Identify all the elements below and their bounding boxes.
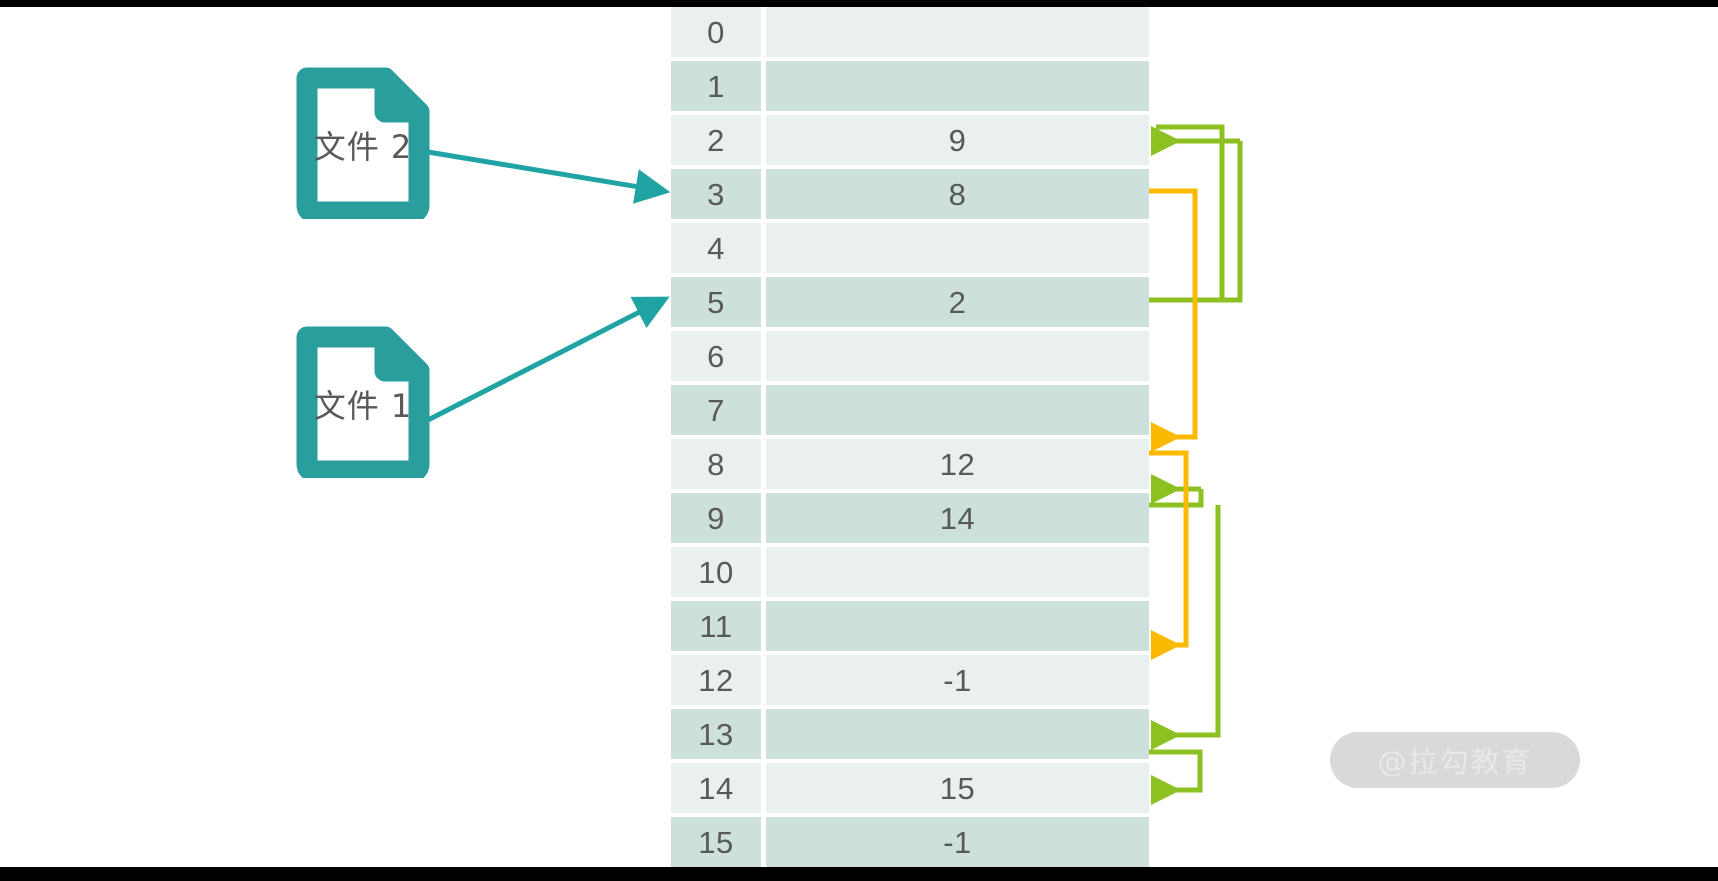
row-value xyxy=(766,547,1149,597)
row-index: 0 xyxy=(671,7,761,57)
table-row[interactable]: 5 2 xyxy=(671,277,1149,327)
row-index: 1 xyxy=(671,61,761,111)
row-value xyxy=(766,7,1149,57)
table-row[interactable]: 7 xyxy=(671,385,1149,435)
row-value: 2 xyxy=(766,277,1149,327)
table-row[interactable]: 9 14 xyxy=(671,493,1149,543)
table-row[interactable]: 12 -1 xyxy=(671,655,1149,705)
file-icon-file1[interactable]: 文件 1 xyxy=(293,323,433,478)
chain-link-green-riser xyxy=(1222,141,1243,303)
table-row[interactable]: 3 8 xyxy=(671,169,1149,219)
row-value xyxy=(766,61,1149,111)
pointer-arrow-file2-to-row3 xyxy=(427,149,671,204)
row-index: 3 xyxy=(671,169,761,219)
pointer-arrow-file1-to-row5 xyxy=(426,296,670,423)
row-value xyxy=(766,223,1149,273)
file-icon-label: 文件 1 xyxy=(313,386,413,425)
row-value: 15 xyxy=(766,763,1149,813)
document-icon xyxy=(296,67,430,219)
letterbox-bar-bottom xyxy=(0,867,1718,881)
row-index: 8 xyxy=(671,439,761,489)
row-index: 12 xyxy=(671,655,761,705)
row-value xyxy=(766,385,1149,435)
row-value xyxy=(766,601,1149,651)
table-row[interactable]: 1 xyxy=(671,61,1149,111)
file-icon-label: 文件 2 xyxy=(313,127,413,166)
table-row[interactable]: 10 xyxy=(671,547,1149,597)
row-value: -1 xyxy=(766,817,1149,867)
row-value: -1 xyxy=(766,655,1149,705)
row-index: 13 xyxy=(671,709,761,759)
table-row[interactable]: 2 9 xyxy=(671,115,1149,165)
row-index: 6 xyxy=(671,331,761,381)
row-index: 11 xyxy=(671,601,761,651)
letterbox-bar-top xyxy=(0,0,1718,7)
table-row[interactable]: 4 xyxy=(671,223,1149,273)
chain-arrow-green-into-row15 xyxy=(1149,749,1203,805)
chain-link-green-5-to-2 xyxy=(1149,124,1225,303)
row-value: 8 xyxy=(766,169,1149,219)
chain-arrow-amber-into-row8 xyxy=(1149,188,1198,452)
file-icon-file2[interactable]: 文件 2 xyxy=(293,64,433,219)
table-row[interactable]: 13 xyxy=(671,709,1149,759)
row-index: 2 xyxy=(671,115,761,165)
row-index: 9 xyxy=(671,493,761,543)
row-value: 9 xyxy=(766,115,1149,165)
row-index: 14 xyxy=(671,763,761,813)
row-index: 4 xyxy=(671,223,761,273)
row-value: 12 xyxy=(766,439,1149,489)
table-row[interactable]: 14 15 xyxy=(671,763,1149,813)
watermark-text: @拉勾教育 xyxy=(1377,745,1533,779)
row-index: 15 xyxy=(671,817,761,867)
table-row[interactable]: 15 -1 xyxy=(671,817,1149,867)
table-row[interactable]: 6 xyxy=(671,331,1149,381)
watermark: @拉勾教育 xyxy=(1330,732,1580,788)
table-row[interactable]: 8 12 xyxy=(671,439,1149,489)
row-index: 7 xyxy=(671,385,761,435)
chain-arrow-green-into-row14 xyxy=(1151,505,1221,750)
chain-arrow-amber-into-row12 xyxy=(1149,450,1189,660)
fat-table: 0 1 2 9 3 8 4 5 2 6 7 xyxy=(671,7,1149,871)
row-index: 10 xyxy=(671,547,761,597)
row-index: 5 xyxy=(671,277,761,327)
document-icon xyxy=(296,326,430,478)
row-value xyxy=(766,331,1149,381)
table-row[interactable]: 0 xyxy=(671,7,1149,57)
row-value xyxy=(766,709,1149,759)
row-value: 14 xyxy=(766,493,1149,543)
table-row[interactable]: 11 xyxy=(671,601,1149,651)
chain-link-green-9-elbow xyxy=(1149,489,1204,508)
